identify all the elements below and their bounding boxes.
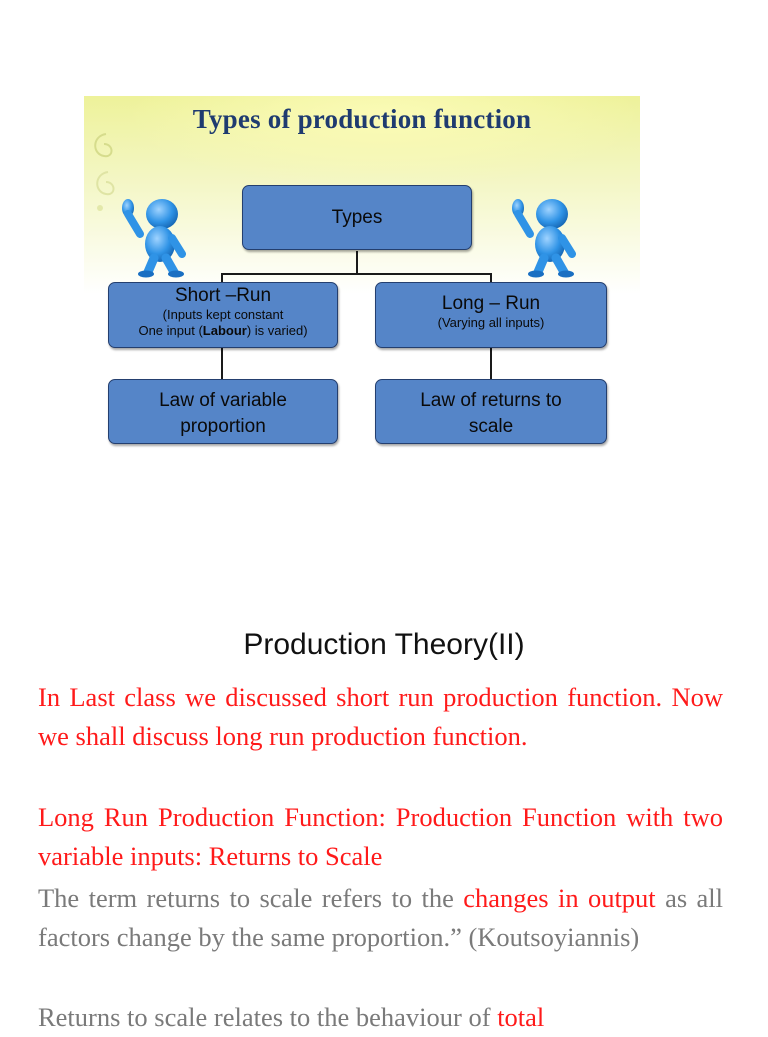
long-run-title: Long – Run: [441, 293, 541, 314]
paragraph-long-run-function: Long Run Production Function: Production…: [38, 802, 723, 871]
connector-horizontal: [221, 273, 492, 275]
short-run-note-2: One input (Labour) is varied): [138, 323, 308, 338]
law-variable-line-2: proportion: [180, 416, 266, 437]
short-run-box: Short –Run (Inputs kept constant One inp…: [108, 282, 338, 348]
connector-long-to-law: [490, 347, 492, 380]
long-run-box: Long – Run (Varying all inputs): [375, 282, 607, 348]
connector-to-short-run: [221, 273, 223, 283]
law-variable-proportion-box: Law of variable proportion: [108, 379, 338, 444]
labour-bold-text: Labour: [202, 323, 247, 338]
connector-root-down: [356, 251, 358, 274]
long-run-note: (Varying all inputs): [437, 315, 545, 330]
paragraph-last-class: In Last class we discussed short run pro…: [38, 682, 723, 751]
law-returns-to-scale-box: Law of returns to scale: [375, 379, 607, 444]
connector-short-to-law: [221, 347, 223, 380]
waving-person-figure-left: [122, 199, 186, 278]
waving-person-figure-right: [512, 199, 576, 278]
connector-to-long-run: [490, 273, 492, 283]
total-highlight: total: [497, 1002, 545, 1032]
slide-title: Types of production function: [192, 104, 532, 134]
law-variable-line-1: Law of variable: [159, 390, 287, 411]
short-run-note-1: (Inputs kept constant: [162, 307, 284, 322]
types-root-box: Types: [242, 185, 472, 250]
law-returns-line-1: Law of returns to: [420, 390, 562, 411]
slide-image: Types of production function: [84, 96, 640, 456]
swirl-decoration: [94, 133, 115, 211]
short-run-title: Short –Run: [174, 285, 272, 306]
document-heading: Production Theory(II): [243, 628, 525, 661]
paragraph-returns-behaviour: Returns to scale relates to the behaviou…: [38, 1002, 545, 1032]
changes-in-output-highlight: changes in output: [463, 883, 656, 913]
types-root-label: Types: [331, 207, 383, 228]
law-returns-line-2: scale: [468, 416, 514, 437]
paragraph-returns-to-scale-definition: The term returns to scale refers to the …: [38, 883, 724, 952]
